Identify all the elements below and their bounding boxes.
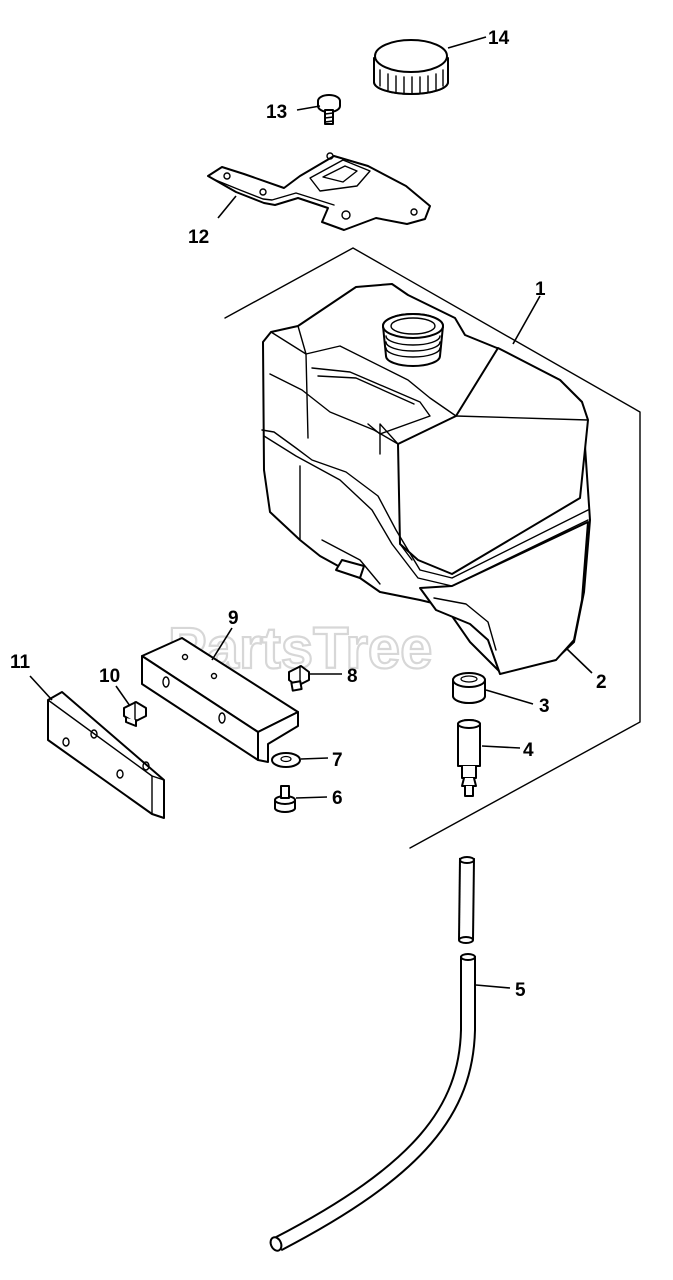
part-3-grommet: [452, 672, 486, 704]
callout-5: 5: [515, 980, 526, 1001]
callout-7: 7: [332, 750, 343, 771]
part-14-fuel-cap: [373, 39, 449, 95]
callout-11: 11: [10, 652, 31, 673]
callout-4: 4: [523, 740, 534, 761]
callout-8: 8: [347, 666, 358, 687]
leader-lines: [29, 36, 593, 989]
part-4-fitting: [457, 719, 481, 797]
part-6-screw: [274, 785, 296, 813]
part-9-angle-bracket: [141, 637, 299, 763]
callout-10: 10: [99, 666, 120, 687]
part-10-screw: [123, 701, 147, 727]
part-13-screw: [317, 94, 341, 125]
part-7-washer: [271, 752, 301, 768]
part-11-flat-bracket: [47, 691, 165, 819]
callout-2: 2: [596, 672, 607, 693]
part-12-bracket: [207, 152, 431, 231]
callout-14: 14: [488, 28, 510, 49]
callout-1: 1: [535, 279, 546, 300]
callout-9: 9: [228, 608, 239, 629]
callout-3: 3: [539, 696, 550, 717]
callout-13: 13: [266, 102, 287, 123]
callout-6: 6: [332, 788, 343, 809]
callouts: 14 13 12 1 2 3 4 5 6 7 8 9 10 11: [10, 28, 607, 1001]
callout-12: 12: [188, 227, 209, 248]
part-5-fuel-hose: [269, 856, 476, 1252]
part-1-fuel-tank: [261, 283, 591, 675]
assembly-boundary: [224, 247, 641, 849]
part-8-screw: [288, 665, 310, 692]
